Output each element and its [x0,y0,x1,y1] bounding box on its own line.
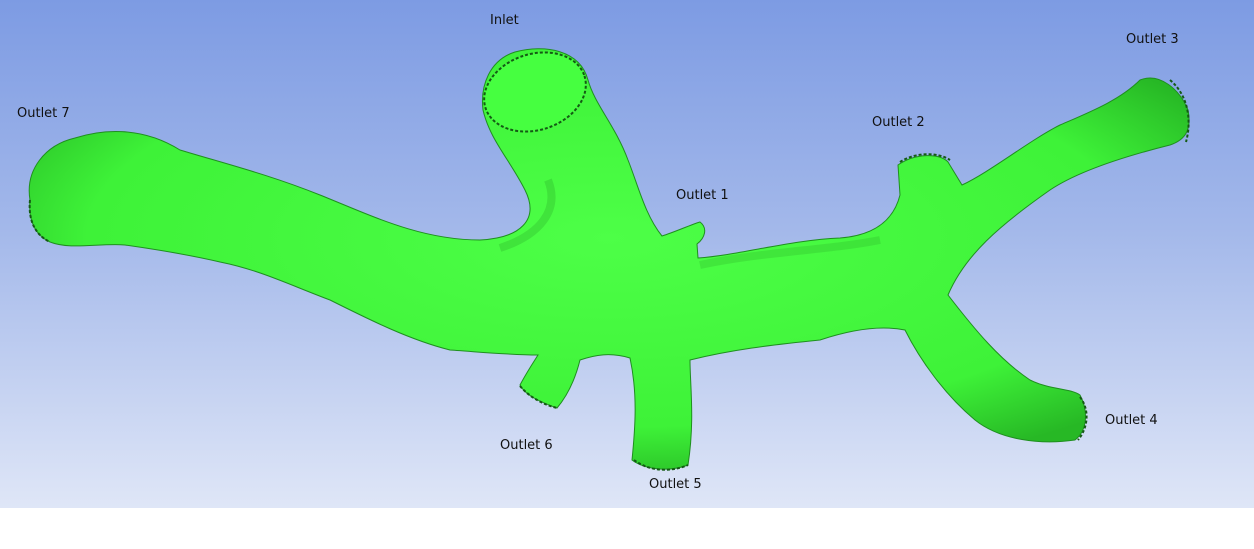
outlet5-rim [633,459,689,471]
3d-viewport[interactable]: Inlet Outlet 1 Outlet 2 Outlet 3 Outlet … [0,0,1254,508]
inlet-opening [483,51,587,133]
label-outlet7: Outlet 7 [17,106,70,121]
vessel-model [28,48,1190,471]
outlet6-rim [519,385,558,409]
outlet7-rim [28,199,51,243]
outlet2-rim [899,153,951,163]
outlet3-rim [1169,79,1190,143]
vessel-body [28,48,1190,470]
vessel-shading [699,236,881,269]
label-outlet4: Outlet 4 [1105,413,1158,428]
label-outlet6: Outlet 6 [500,438,553,453]
label-outlet3: Outlet 3 [1126,32,1179,47]
outlet4-rim [1077,396,1088,441]
vessel-shading [498,178,556,252]
label-outlet1: Outlet 1 [676,188,729,203]
label-outlet5: Outlet 5 [649,477,702,492]
label-inlet: Inlet [490,13,519,28]
label-outlet2: Outlet 2 [872,115,925,130]
